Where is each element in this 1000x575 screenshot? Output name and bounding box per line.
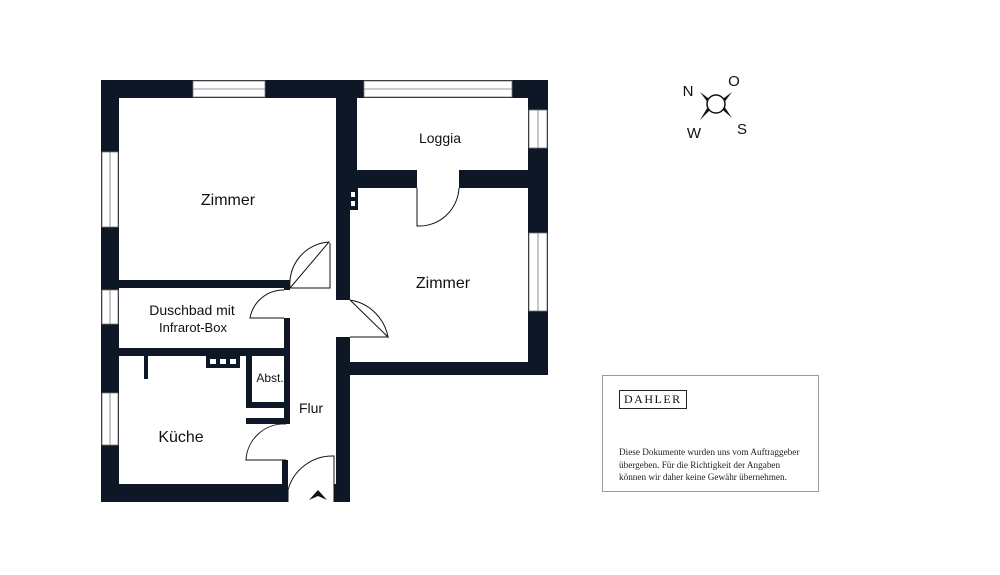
entrance-arrow-icon — [309, 490, 327, 500]
wall-abst-west — [246, 356, 252, 408]
door-loggia — [416, 187, 460, 227]
disclaimer-text: Diese Dokumente wurden uns vom Auftragge… — [619, 446, 814, 484]
disclaimer-box: DAHLER Diese Dokumente wurden uns vom Au… — [602, 375, 819, 492]
wall-bath-south — [101, 348, 290, 356]
wall-south — [101, 484, 286, 502]
wall-kitchen-door-post — [246, 418, 286, 424]
wall-spine-lower — [336, 337, 350, 502]
compass-o: O — [728, 73, 740, 90]
door-kitchen — [245, 423, 287, 461]
door-zimmer1 — [289, 241, 331, 289]
disclaimer-line-3: können wir daher keine Gewähr übernehmen… — [619, 472, 787, 482]
wall-kitchen-stub — [144, 356, 148, 379]
dahler-logo: DAHLER — [619, 390, 687, 409]
wall-loggia-south-a — [340, 170, 417, 188]
compass-w: W — [687, 125, 702, 142]
wall-abst-south — [246, 402, 286, 408]
wall-flur-west-upper — [284, 356, 290, 424]
compass-n: N — [683, 83, 694, 100]
wall-loggia-south-b — [459, 170, 548, 188]
label-bath-line2: Infrarot-Box — [159, 320, 227, 335]
windows — [101, 80, 548, 446]
disclaimer-line-2: übergeben. Für die Richtigkeit der Angab… — [619, 459, 781, 470]
label-zimmer-2: Zimmer — [416, 275, 471, 292]
vent-block-spine — [348, 188, 358, 210]
disclaimer-line-1: Diese Dokumente wurden uns vom Auftragge… — [619, 447, 800, 457]
compass-icon: N O S W — [683, 73, 747, 142]
wall-bath-east-top — [284, 280, 290, 290]
wall-zimmer1-south — [101, 280, 290, 288]
wall-bath-east-bottom — [284, 318, 290, 356]
wall-east-south — [340, 362, 548, 375]
door-zimmer1-leaf — [290, 243, 331, 289]
doors — [245, 187, 460, 502]
door-bath — [249, 289, 285, 319]
label-bath-line1: Duschbad mit — [149, 302, 235, 318]
door-entrance — [287, 455, 335, 502]
vent-blocks — [206, 188, 358, 368]
label-flur: Flur — [299, 400, 323, 416]
wall-loggia-west — [340, 80, 357, 188]
label-abstell: Abst. — [256, 371, 283, 385]
compass-s: S — [737, 121, 747, 138]
label-zimmer-1: Zimmer — [201, 192, 256, 209]
label-loggia: Loggia — [419, 130, 461, 146]
label-kueche: Küche — [158, 429, 203, 446]
wall-flur-west-lower — [282, 460, 288, 502]
door-zimmer2 — [349, 299, 389, 339]
